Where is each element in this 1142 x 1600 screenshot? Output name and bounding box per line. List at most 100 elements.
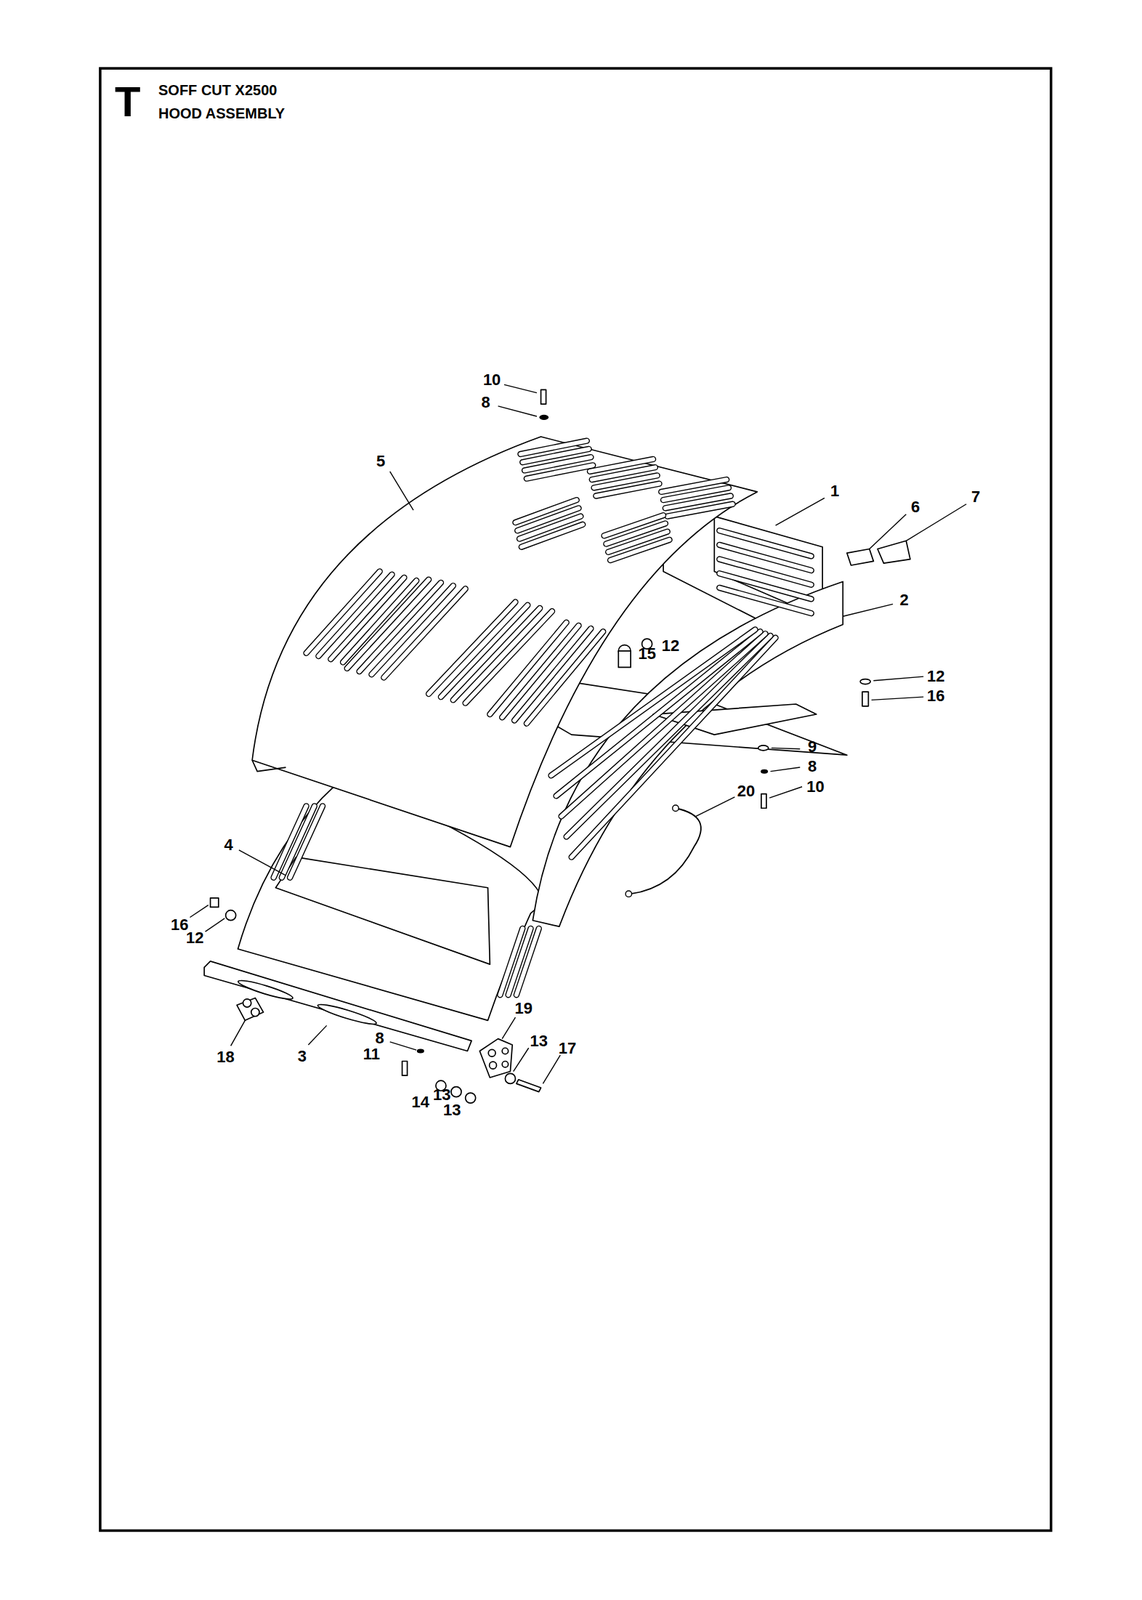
cable-eye <box>625 890 632 897</box>
callout-number: 20 <box>736 782 756 800</box>
hinge-hole <box>501 1047 508 1054</box>
slot-inner <box>516 928 540 995</box>
slot-outline <box>521 524 583 548</box>
side-panel <box>532 581 843 927</box>
slot-inner <box>667 504 734 517</box>
vent-slots <box>273 440 812 996</box>
bar-slot <box>316 1001 378 1027</box>
callout-number: 10 <box>805 778 825 796</box>
slot-outline <box>719 573 811 599</box>
callout-number: 19 <box>513 999 533 1018</box>
slot-outline <box>561 633 766 816</box>
bolt <box>618 650 631 667</box>
washer <box>860 679 871 685</box>
slot-inner <box>595 483 659 497</box>
callout-number: 10 <box>482 371 502 389</box>
callout-number: 15 <box>637 645 656 663</box>
slot-outline <box>551 629 756 776</box>
callout-number: 6 <box>910 498 921 516</box>
screw <box>210 897 219 908</box>
hinge-hole <box>501 1061 508 1068</box>
slot-outline <box>371 585 453 675</box>
slot-outline <box>571 637 776 858</box>
hinge-hole <box>489 1061 497 1069</box>
callout-number: 9 <box>807 738 818 756</box>
screw <box>541 389 547 404</box>
bolt <box>516 1079 542 1092</box>
front-panel-window <box>275 857 490 965</box>
slot-outline <box>719 530 811 556</box>
hinge <box>877 540 911 564</box>
washer <box>758 745 769 751</box>
callout-number: 13 <box>528 1032 548 1050</box>
callout-number: 2 <box>899 591 910 609</box>
callout-number: 12 <box>185 929 205 947</box>
callout-number: 1 <box>829 482 840 500</box>
slot-outline <box>526 631 603 723</box>
washer <box>451 1086 462 1097</box>
callout-number: 7 <box>970 488 981 506</box>
callout-number: 18 <box>215 1048 235 1066</box>
callout-number: 4 <box>223 836 234 854</box>
callout-number: 8 <box>374 1029 385 1047</box>
slot-outline <box>556 631 761 796</box>
callout-number: 14 <box>411 1093 431 1111</box>
slot-inner <box>719 573 811 599</box>
slot-outline <box>595 483 659 497</box>
slot-inner <box>571 637 776 858</box>
callout-number: 13 <box>442 1101 462 1119</box>
bracket <box>236 997 264 1020</box>
washer <box>417 1049 424 1052</box>
callout-number: 12 <box>926 667 946 686</box>
slot-outline <box>516 928 540 995</box>
slot-inner <box>719 559 811 585</box>
washer <box>465 1092 476 1103</box>
safety-cable <box>630 807 702 894</box>
slot-inner <box>610 539 670 561</box>
slot-outline <box>719 559 811 585</box>
section-letter: T <box>114 79 141 124</box>
slot-outline <box>289 805 323 877</box>
bracket-bolt <box>243 998 252 1007</box>
leader-lines <box>189 384 967 1084</box>
slot-inner <box>719 530 811 556</box>
slot-inner <box>551 629 756 776</box>
callout-number: 8 <box>480 393 492 412</box>
slot-outline <box>514 628 591 720</box>
top-cover <box>252 436 757 848</box>
hinge-plate <box>847 549 874 566</box>
callout-number: 11 <box>362 1045 381 1063</box>
slot-outline <box>719 544 811 571</box>
callout-number: 16 <box>926 687 946 705</box>
slot-inner <box>566 635 771 837</box>
washer <box>504 1072 516 1084</box>
slot-inner <box>526 631 603 723</box>
washer <box>761 770 768 773</box>
slot-inner <box>526 464 593 479</box>
slot-outline <box>610 539 670 561</box>
slot-outline <box>566 635 771 837</box>
screw <box>402 1061 408 1076</box>
slot-inner <box>561 633 766 816</box>
screw <box>761 794 767 809</box>
bottom-bar <box>204 961 472 1052</box>
bracket-bolt <box>251 1007 260 1016</box>
slot-inner <box>514 628 591 720</box>
page-border <box>100 68 1052 1530</box>
callout-number: 8 <box>807 757 818 776</box>
slot-inner <box>289 805 323 877</box>
washer <box>539 415 548 420</box>
top-cover-lip <box>252 759 286 771</box>
hinge-hole <box>488 1049 496 1057</box>
slot-inner <box>521 524 583 548</box>
slot-inner <box>719 587 811 614</box>
screw <box>862 691 869 707</box>
callout-number: 5 <box>375 452 386 471</box>
bar-slot <box>236 977 294 1002</box>
hinge-plate <box>479 1038 513 1078</box>
slot-outline <box>526 464 593 479</box>
slot-inner <box>371 585 453 675</box>
cable-eye <box>672 804 679 811</box>
slot-inner <box>719 544 811 571</box>
